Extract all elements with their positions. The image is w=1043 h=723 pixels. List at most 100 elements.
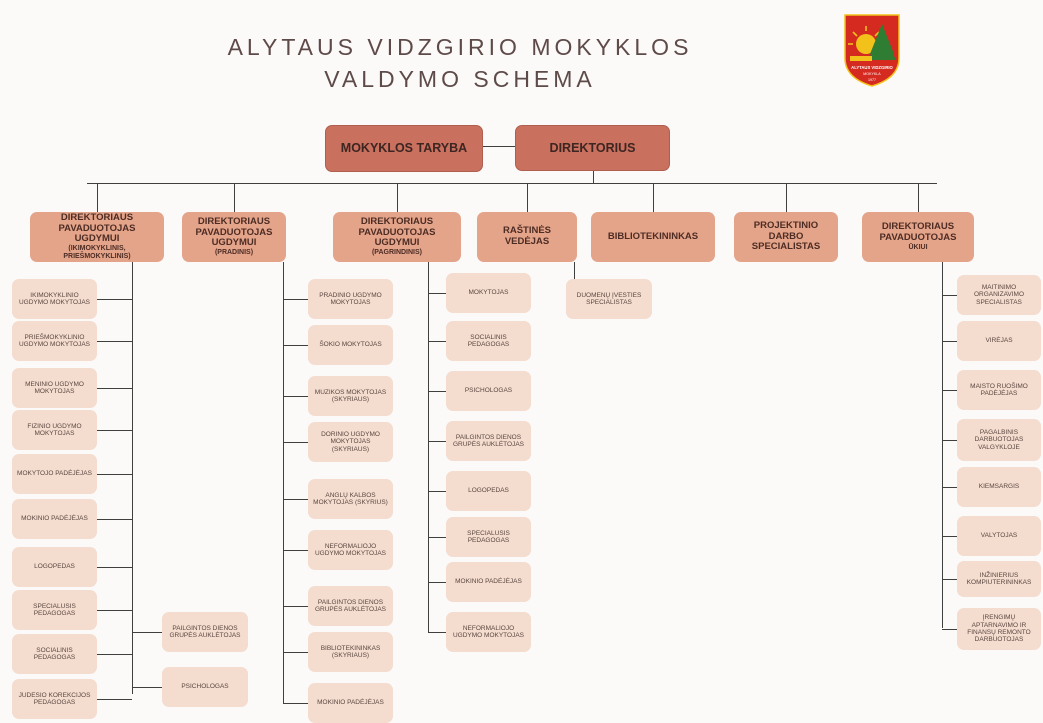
col5-item: INŽINIERIUS KOMPIUTERININKAS: [957, 561, 1041, 597]
col1-item-label: FIZINIO UGDYMO MOKYTOJAS: [27, 422, 82, 437]
level1-box-6-line: PROJEKTINIO: [753, 219, 819, 231]
col1-item-label: IKIMOKYKLINIO UGDYMO MOKYTOJAS: [18, 291, 91, 306]
col1-item: MOKYTOJO PADĖJĖJAS: [12, 454, 97, 494]
col1-item-label: SPECIALUSIS PEDAGOGAS: [33, 602, 76, 617]
logo-text-type: MOKYKLA: [863, 72, 881, 76]
col5-item: MAITINIMO ORGANIZAVIMO SPECIALISTAS: [957, 275, 1041, 315]
col5-item-label: ĮRENGIMŲ APTARNAVIMO IR FINANSŲ REMONTO …: [967, 614, 1031, 644]
col5-item: ĮRENGIMŲ APTARNAVIMO IR FINANSŲ REMONTO …: [957, 608, 1041, 650]
connector-col2-branch: [283, 299, 308, 300]
connector-level1-drop-7: [918, 183, 919, 212]
col5-item-label: INŽINIERIUS KOMPIUTERININKAS: [966, 571, 1032, 586]
connector-col2-branch: [283, 396, 308, 397]
school-logo: ALYTAUS VIDZGIRIO MOKYKLA 1977: [844, 14, 900, 87]
connector-col2-branch: [283, 345, 308, 346]
connector-col1b-branch: [132, 632, 162, 633]
col1-item: JUDESIO KOREKCIJOS PEDAGOGAS: [12, 679, 97, 719]
level1-box-7-line: DIREKTORIAUS: [881, 221, 955, 233]
col1-item-label: PRIEŠMOKYKLINIO UGDYMO MOKYTOJAS: [18, 333, 91, 348]
col2-item-label: ANGLŲ KALBOS MOKYTOJAS (SKYRIUS): [313, 491, 388, 506]
col5-item-label: MAISTO RUOŠIMO PADĖJĖJAS: [970, 382, 1028, 397]
col1-item: LOGOPEDAS: [12, 547, 97, 587]
level1-box-3-line: DIREKTORIAUS: [360, 215, 434, 227]
connector-level1-drop-3: [397, 183, 398, 212]
level1-box-2-line: DIREKTORIAUS: [197, 215, 271, 227]
level1-box-6-line: SPECIALISTAS: [751, 241, 821, 253]
col3-item-label: SPECIALUSIS PEDAGOGAS: [467, 529, 510, 544]
level1-box-3-sub: (PAGRINDINIS): [371, 249, 423, 257]
level1-box-4-line: RAŠTINĖS VEDĖJAS: [502, 225, 552, 247]
col4-item-label: DUOMENŲ ĮVESTIES SPECIALISTAS: [576, 291, 642, 306]
level1-box-1-line: UGDYMUI: [74, 233, 120, 245]
connector-col3-trunk: [428, 262, 429, 632]
col3-item-label: PAILGINTOS DIENOS GRUPĖS AUKLĖTOJAS: [452, 433, 525, 448]
col3-item-label: LOGOPEDAS: [468, 487, 509, 495]
col3-item-label: MOKYTOJAS: [468, 289, 509, 297]
connector-col1-branch: [97, 341, 132, 342]
connector-col5-branch: [942, 487, 957, 488]
connector-col1-branch: [97, 654, 132, 655]
col5-item: MAISTO RUOŠIMO PADĖJĖJAS: [957, 370, 1041, 410]
col3-item-label: PSICHOLOGAS: [464, 387, 513, 395]
col1-item: PRIEŠMOKYKLINIO UGDYMO MOKYTOJAS: [12, 321, 97, 361]
connector-col5-branch: [942, 295, 957, 296]
col2-item: PRADINIO UGDYMO MOKYTOJAS: [308, 279, 393, 319]
col3-item-label: SOCIALINIS PEDAGOGAS: [467, 333, 510, 348]
level1-box-4: RAŠTINĖS VEDĖJAS: [477, 212, 577, 262]
level1-box-7-line: PAVADUOTOJAS: [879, 231, 957, 243]
connector-col5-branch: [942, 536, 957, 537]
connector-col3-branch: [428, 632, 446, 633]
level1-box-1-line: PAVADUOTOJAS: [58, 222, 136, 234]
connector-col2-branch: [283, 652, 308, 653]
connector-col3-branch: [428, 537, 446, 538]
level1-box-5: BIBLIOTEKININKAS: [591, 212, 715, 262]
col3-item: NEFORMALIOJO UGDYMO MOKYTOJAS: [446, 612, 531, 652]
col2-item: ANGLŲ KALBOS MOKYTOJAS (SKYRIUS): [308, 479, 393, 519]
col2-item-label: MUZIKOS MOKYTOJAS (SKYRIAUS): [314, 388, 387, 403]
connector-col2-branch: [283, 606, 308, 607]
level1-box-2-sub: (PRADINIS): [214, 249, 254, 257]
connector-col3-branch: [428, 341, 446, 342]
connector-col2-branch: [283, 442, 308, 443]
connector-col5-branch: [942, 629, 957, 630]
col3-item-label: NEFORMALIOJO UGDYMO MOKYTOJAS: [452, 624, 525, 639]
col3-item: LOGOPEDAS: [446, 471, 531, 511]
logo-text-school: ALYTAUS VIDZGIRIO: [851, 65, 893, 70]
col3-item: PAILGINTOS DIENOS GRUPĖS AUKLĖTOJAS: [446, 421, 531, 461]
col5-item: PAGALBINIS DARBUOTOJAS VALGYKLOJE: [957, 419, 1041, 461]
col2-item: NEFORMALIOJO UGDYMO MOKYTOJAS: [308, 530, 393, 570]
connector-level1-drop-1: [97, 183, 98, 212]
col1-item-label: MOKINIO PADĖJĖJAS: [21, 515, 88, 523]
connector-col5-branch: [942, 579, 957, 580]
level1-box-7-sub: ŪKIUI: [908, 243, 928, 251]
col5-item: KIEMSARGIS: [957, 467, 1041, 507]
col3-item: MOKINIO PADĖJĖJAS: [446, 562, 531, 602]
col2-item: PAILGINTOS DIENOS GRUPĖS AUKLĖTOJAS: [308, 586, 393, 626]
col1b-item-label: PSICHOLOGAS: [181, 683, 229, 691]
col5-item-label: PAGALBINIS DARBUOTOJAS VALGYKLOJE: [974, 428, 1024, 451]
col5-item: VIRĖJAS: [957, 321, 1041, 361]
col2-item-label: BIBLIOTEKININKAS (SKYRIAUS): [320, 644, 381, 659]
col1-item-label: MENINIO UGDYMO MOKYTOJAS: [25, 380, 84, 395]
chart-title-line-1: ALYTAUS VIDZGIRIO MOKYKLOS: [227, 34, 693, 60]
col3-item: SOCIALINIS PEDAGOGAS: [446, 321, 531, 361]
col1b-item-label: PAILGINTOS DIENOS GRUPĖS AUKLĖTOJAS: [169, 624, 241, 639]
level1-box-6-line: DARBO: [768, 230, 804, 242]
council-box: MOKYKLOS TARYBA: [325, 125, 483, 172]
col2-item-label: NEFORMALIOJO UGDYMO MOKYTOJAS: [314, 542, 387, 557]
level1-box-3-line: UGDYMUI: [374, 237, 420, 249]
col2-item: MUZIKOS MOKYTOJAS (SKYRIAUS): [308, 376, 393, 416]
connector-col1b-branch: [132, 687, 162, 688]
connector-col3-branch: [428, 441, 446, 442]
col1-item: FIZINIO UGDYMO MOKYTOJAS: [12, 410, 97, 450]
level1-box-2-line: PAVADUOTOJAS: [195, 226, 273, 238]
connector-col4-drop: [574, 262, 575, 279]
col5-item-label: VALYTOJAS: [980, 532, 1018, 540]
col3-item: SPECIALUSIS PEDAGOGAS: [446, 517, 531, 557]
level1-box-2-line: UGDYMUI: [211, 237, 257, 249]
director-box: DIREKTORIUS: [515, 125, 670, 171]
connector-level1-drop-6: [786, 183, 787, 212]
col2-item-label: PRADINIO UGDYMO MOKYTOJAS: [319, 291, 382, 306]
connector-col5-branch: [942, 440, 957, 441]
